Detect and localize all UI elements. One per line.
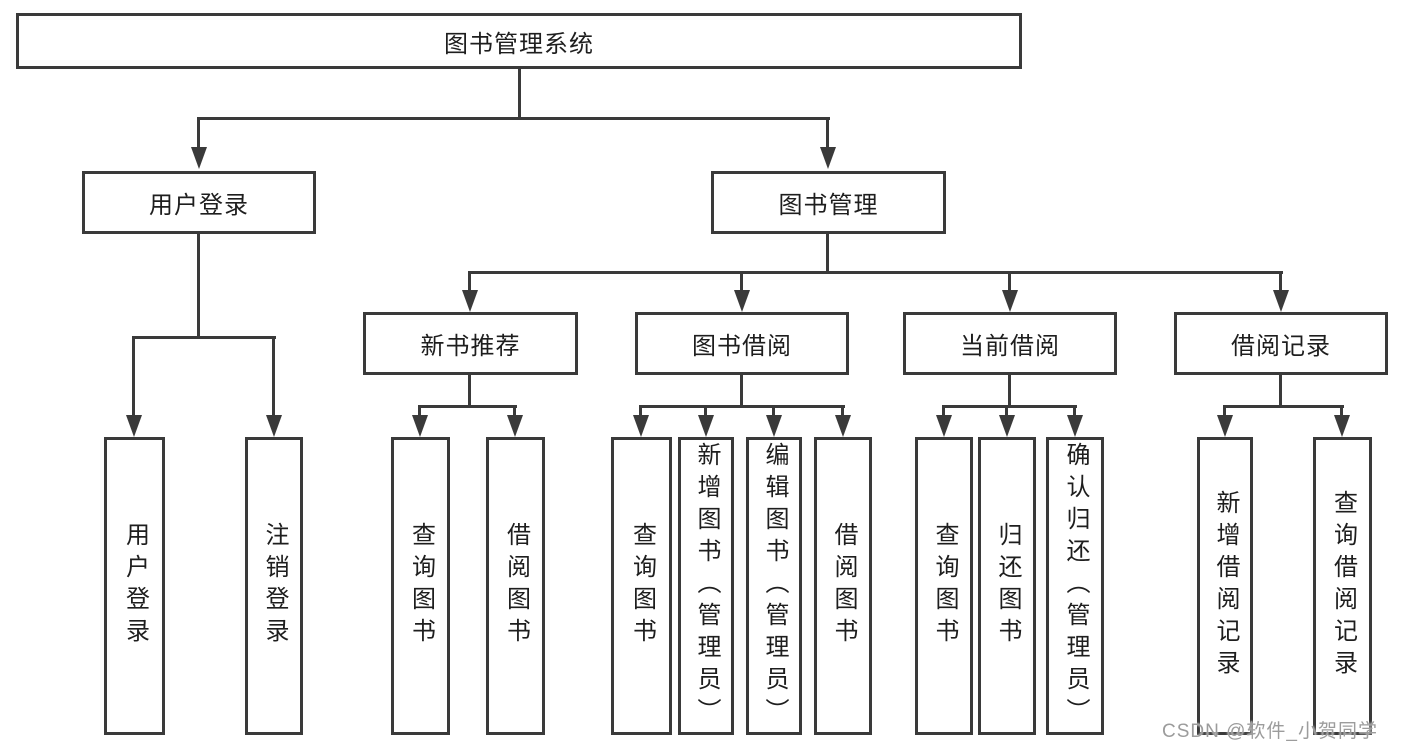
node-borrow-records-label: 借阅记录	[1231, 333, 1331, 360]
arrow-down-icon	[191, 147, 207, 169]
leaf-borrow-books-2: 借阅图书	[814, 437, 872, 735]
arrow-down-icon	[1273, 290, 1289, 312]
leaf-logout-label: 注销登录	[261, 522, 288, 650]
connector-current-borrow-stem	[1008, 375, 1011, 408]
node-user-login: 用户登录	[82, 171, 316, 234]
leaf-edit-books: 编辑图书（管理员）	[746, 437, 802, 735]
connector-arrow-line	[513, 405, 516, 417]
connector-current-borrow-rail	[942, 405, 1077, 408]
leaf-logout: 注销登录	[245, 437, 303, 735]
connector-arrow-line	[942, 405, 945, 417]
leaf-query-books-2-label: 查询图书	[628, 522, 656, 650]
connector-arrow-line	[1008, 271, 1011, 292]
leaf-borrow-books-1-label: 借阅图书	[502, 522, 530, 650]
arrow-down-icon	[820, 147, 836, 169]
leaf-confirm-return: 确认归还（管理员）	[1046, 437, 1104, 735]
connector-new-books-stem	[468, 375, 471, 408]
connector-arrow-line	[704, 405, 707, 417]
connector-arrow-line	[1005, 405, 1008, 417]
node-book-mgmt-label: 图书管理	[778, 192, 879, 219]
node-new-books-label: 新书推荐	[420, 333, 521, 360]
node-book-mgmt: 图书管理	[711, 171, 946, 234]
arrow-down-icon	[507, 415, 523, 437]
arrow-down-icon	[766, 415, 782, 437]
leaf-borrow-books-2-label: 借阅图书	[830, 522, 857, 650]
leaf-return-books: 归还图书	[978, 437, 1036, 735]
leaf-query-borrow-record-label: 查询借阅记录	[1329, 490, 1357, 682]
node-current-borrow-label: 当前借阅	[960, 333, 1060, 360]
arrow-down-icon	[1067, 415, 1083, 437]
connector-borrow-records-stem	[1279, 375, 1282, 408]
node-book-borrow: 图书借阅	[635, 312, 849, 375]
leaf-confirm-return-label: 确认归还（管理员）	[1062, 442, 1089, 730]
leaf-user-login: 用户登录	[104, 437, 165, 735]
arrow-down-icon	[1334, 415, 1350, 437]
leaf-query-borrow-record: 查询借阅记录	[1313, 437, 1372, 735]
connector-arrow-line	[132, 336, 135, 418]
node-root: 图书管理系统	[16, 13, 1022, 69]
arrow-down-icon	[936, 415, 952, 437]
connector-arrow-line	[1073, 405, 1076, 417]
node-borrow-records: 借阅记录	[1174, 312, 1388, 375]
arrow-down-icon	[462, 290, 478, 312]
connector-arrow-line	[772, 405, 775, 417]
connector-arrow-line	[841, 405, 844, 417]
connector-arrow-line	[468, 271, 471, 292]
connector-arrow-line	[418, 405, 421, 417]
leaf-add-books: 新增图书（管理员）	[678, 437, 734, 735]
connector-root-rail	[197, 117, 830, 120]
leaf-add-borrow-record-label: 新增借阅记录	[1212, 490, 1239, 682]
leaf-query-books-2: 查询图书	[611, 437, 672, 735]
leaf-add-books-label: 新增图书（管理员）	[693, 442, 720, 730]
arrow-down-icon	[266, 415, 282, 437]
arrow-down-icon	[734, 290, 750, 312]
connector-book-mgmt-stem	[826, 234, 829, 273]
connector-new-books-rail	[418, 405, 517, 408]
connector-borrow-records-rail	[1223, 405, 1344, 408]
leaf-add-borrow-record: 新增借阅记录	[1197, 437, 1253, 735]
connector-arrow-line	[1223, 405, 1226, 417]
csdn-watermark: CSDN @软件_小贺同学	[1162, 721, 1378, 742]
leaf-query-books-3: 查询图书	[915, 437, 973, 735]
leaf-return-books-label: 归还图书	[994, 522, 1021, 650]
arrow-down-icon	[1217, 415, 1233, 437]
connector-arrow-line	[272, 336, 275, 418]
connector-user-login-rail	[132, 336, 276, 339]
arrow-down-icon	[1002, 290, 1018, 312]
arrow-down-icon	[633, 415, 649, 437]
connector-arrow-line	[639, 405, 642, 417]
connector-root-stem	[518, 69, 521, 119]
arrow-down-icon	[999, 415, 1015, 437]
node-user-login-label: 用户登录	[149, 192, 249, 219]
leaf-user-login-label: 用户登录	[121, 522, 149, 650]
connector-book-borrow-rail	[639, 405, 845, 408]
node-root-label: 图书管理系统	[444, 30, 594, 58]
node-book-borrow-label: 图书借阅	[692, 333, 792, 360]
connector-arrow-line	[740, 271, 743, 292]
connector-arrow-user-login-line	[197, 117, 200, 151]
connector-book-mgmt-rail	[468, 271, 1283, 274]
connector-user-login-stem	[197, 234, 200, 338]
leaf-borrow-books-1: 借阅图书	[486, 437, 545, 735]
connector-arrow-line	[1279, 271, 1282, 292]
arrow-down-icon	[126, 415, 142, 437]
arrow-down-icon	[698, 415, 714, 437]
connector-arrow-line	[1340, 405, 1343, 417]
arrow-down-icon	[412, 415, 428, 437]
connector-arrow-book-mgmt-line	[826, 117, 829, 151]
leaf-query-books-1: 查询图书	[391, 437, 450, 735]
connector-book-borrow-stem	[740, 375, 743, 408]
node-current-borrow: 当前借阅	[903, 312, 1117, 375]
arrow-down-icon	[835, 415, 851, 437]
leaf-edit-books-label: 编辑图书（管理员）	[761, 442, 788, 730]
leaf-query-books-1-label: 查询图书	[407, 522, 435, 650]
leaf-query-books-3-label: 查询图书	[931, 522, 958, 650]
node-new-books: 新书推荐	[363, 312, 578, 375]
